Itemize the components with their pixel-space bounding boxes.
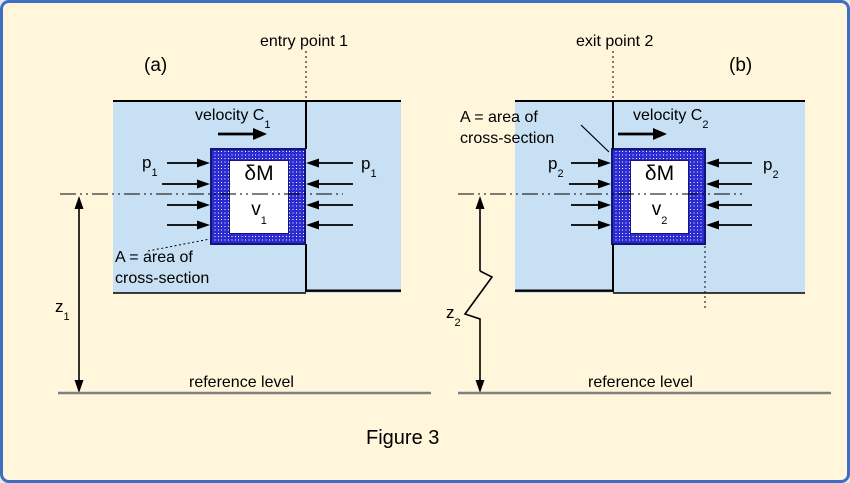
- fluid-element-box-a: δM v1: [210, 148, 306, 245]
- fluid-element-core-b: δM v2: [630, 160, 689, 234]
- panel-tag-a: (a): [144, 55, 168, 76]
- entry-point-label: entry point 1: [260, 33, 349, 50]
- figure-caption: Figure 3: [366, 427, 440, 449]
- area-note-b-line2: cross-section: [460, 130, 555, 147]
- pressure-label-left-b: p2: [548, 154, 564, 181]
- velocity-label-a: velocity C1: [195, 107, 271, 132]
- exit-point-label: exit point 2: [576, 33, 654, 50]
- panel-tag-b: (b): [729, 55, 753, 76]
- area-note-a-line2: cross-section: [115, 270, 210, 287]
- volume-label-b: v2: [651, 199, 668, 227]
- height-dimension-b: [463, 196, 494, 393]
- height-label-b: z2: [446, 303, 461, 330]
- volume-label-a: v1: [251, 199, 267, 227]
- pressure-label-right-a: p1: [361, 154, 377, 181]
- height-label-a: z1: [55, 297, 70, 324]
- area-note-a-line1: A = area of: [115, 249, 193, 266]
- reference-level-label-b: reference level: [588, 374, 693, 391]
- pressure-label-left-a: p1: [142, 153, 158, 180]
- area-note-b-line1: A = area of: [460, 109, 538, 126]
- velocity-label-b: velocity C2: [633, 107, 709, 132]
- mass-label-b: δM: [644, 162, 675, 185]
- pressure-label-right-b: p2: [763, 155, 779, 182]
- fluid-element-core-a: δM v1: [229, 160, 289, 234]
- mass-label-a: δM: [244, 162, 274, 185]
- reference-level-label-a: reference level: [189, 374, 294, 391]
- fluid-element-box-b: δM v2: [611, 148, 706, 245]
- dimension-break-mark: [463, 270, 494, 386]
- height-dimension-a: [74, 196, 84, 393]
